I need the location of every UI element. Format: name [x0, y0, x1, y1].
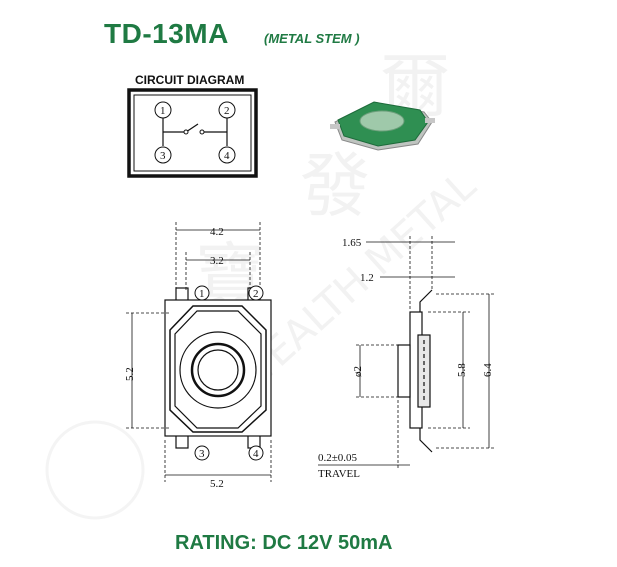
side-view [397, 289, 433, 453]
circuit-pin-4: 4 [224, 150, 230, 162]
product-image [330, 101, 435, 151]
circuit-pin-3: 3 [160, 150, 166, 162]
side-dimensions [318, 236, 496, 470]
dim-body-height: 5.2 [124, 367, 136, 381]
dim-top-width: 4.2 [210, 226, 224, 238]
front-pin-3: 3 [199, 448, 205, 460]
dim-height-5-8: 5.8 [456, 363, 468, 377]
dim-bottom-width: 5.2 [210, 478, 224, 490]
circuit-diagram: 1 2 3 4 [127, 88, 258, 178]
product-title: TD-13MA [104, 18, 229, 49]
circuit-pin-1: 1 [160, 105, 166, 117]
dim-travel-value: 0.2±0.05 [318, 452, 358, 464]
front-view [164, 287, 272, 449]
circuit-pin-2: 2 [224, 105, 230, 117]
rating-text: RATING: DC 12V 50mA [175, 532, 393, 554]
circuit-diagram-label: CIRCUIT DIAGRAM [135, 73, 244, 87]
product-subtitle: (METAL STEM ) [264, 31, 360, 46]
front-pin-2: 2 [253, 288, 259, 300]
front-pin-markers [194, 285, 264, 461]
dim-diameter: ø2 [352, 366, 364, 377]
dim-travel-label: TRAVEL [318, 468, 360, 480]
dim-height-6-4: 6.4 [482, 363, 494, 377]
dim-side-1-2: 1.2 [360, 272, 374, 284]
front-pin-4: 4 [253, 448, 259, 460]
front-pin-1: 1 [199, 288, 205, 300]
watermark-char-2: 發 [300, 145, 370, 227]
watermark-logo [45, 420, 145, 520]
front-dimensions [126, 222, 272, 482]
dim-side-1-65: 1.65 [342, 237, 362, 249]
dim-inner-width: 3.2 [210, 255, 224, 267]
